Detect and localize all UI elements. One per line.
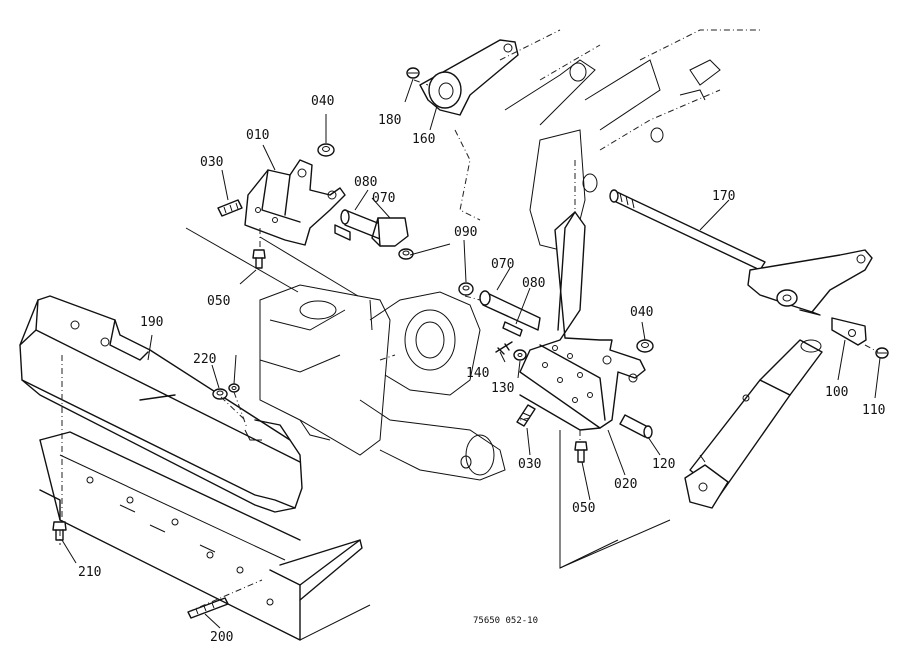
label-130: 130 <box>491 381 514 396</box>
nut-210 <box>212 388 228 400</box>
label-150: 160 <box>412 132 435 147</box>
washer-130 <box>513 349 527 361</box>
label-050-left: 050 <box>207 294 230 309</box>
drawing-code: 75650 052-10 <box>473 616 538 626</box>
link-100 <box>831 317 867 346</box>
bracket-010 <box>244 159 346 246</box>
nut-090 <box>458 282 474 296</box>
bolt-030-right <box>516 404 536 427</box>
shaft-160 <box>609 189 873 316</box>
washer-220 <box>228 383 240 393</box>
label-080-left: 080 <box>354 175 377 190</box>
bolt-110 <box>875 347 889 359</box>
label-210: 220 <box>193 352 216 367</box>
label-090: 090 <box>454 225 477 240</box>
nut-040-left <box>317 143 335 157</box>
label-190: 200 <box>210 630 233 645</box>
nut-070-left <box>398 248 414 260</box>
label-010: 010 <box>246 128 269 143</box>
label-030-right: 030 <box>518 457 541 472</box>
leader-lines <box>61 78 881 629</box>
part-labels: 040 010 030 050 080 070 180 160 170 090 … <box>78 94 885 645</box>
label-100: 100 <box>825 385 848 400</box>
label-020: 020 <box>614 477 637 492</box>
label-070-left: 070 <box>372 191 395 206</box>
label-140: 140 <box>466 366 489 381</box>
nut-040-right <box>636 339 654 353</box>
label-030-left: 030 <box>200 155 223 170</box>
label-120: 120 <box>652 457 675 472</box>
bolt-050-right <box>574 441 588 463</box>
bolt-190 <box>187 597 229 619</box>
bracket-070-left <box>371 217 409 247</box>
label-160: 170 <box>712 189 735 204</box>
label-170: 180 <box>378 113 401 128</box>
hydraulic-cylinder <box>684 339 823 509</box>
front-frame <box>39 431 371 641</box>
label-040-right: 040 <box>630 305 653 320</box>
label-110: 110 <box>862 403 885 418</box>
label-050-right: 050 <box>572 501 595 516</box>
bolt-030-left <box>217 199 243 217</box>
clip-170 <box>406 67 420 79</box>
front-weight-180 <box>19 295 303 513</box>
label-040-left: 040 <box>311 94 334 109</box>
label-200: 210 <box>78 565 101 580</box>
pin-140 <box>495 341 513 355</box>
pin-120 <box>619 414 653 439</box>
label-080-right: 080 <box>522 276 545 291</box>
assembly-guide-lines <box>59 79 879 613</box>
bracket-020 <box>519 211 646 431</box>
label-180: 190 <box>140 315 163 330</box>
lift-arm-150 <box>419 39 519 116</box>
label-070-right: 070 <box>491 257 514 272</box>
bolt-050-left <box>252 249 266 269</box>
transmission-housing <box>259 284 506 481</box>
pin-080-right <box>479 290 541 337</box>
